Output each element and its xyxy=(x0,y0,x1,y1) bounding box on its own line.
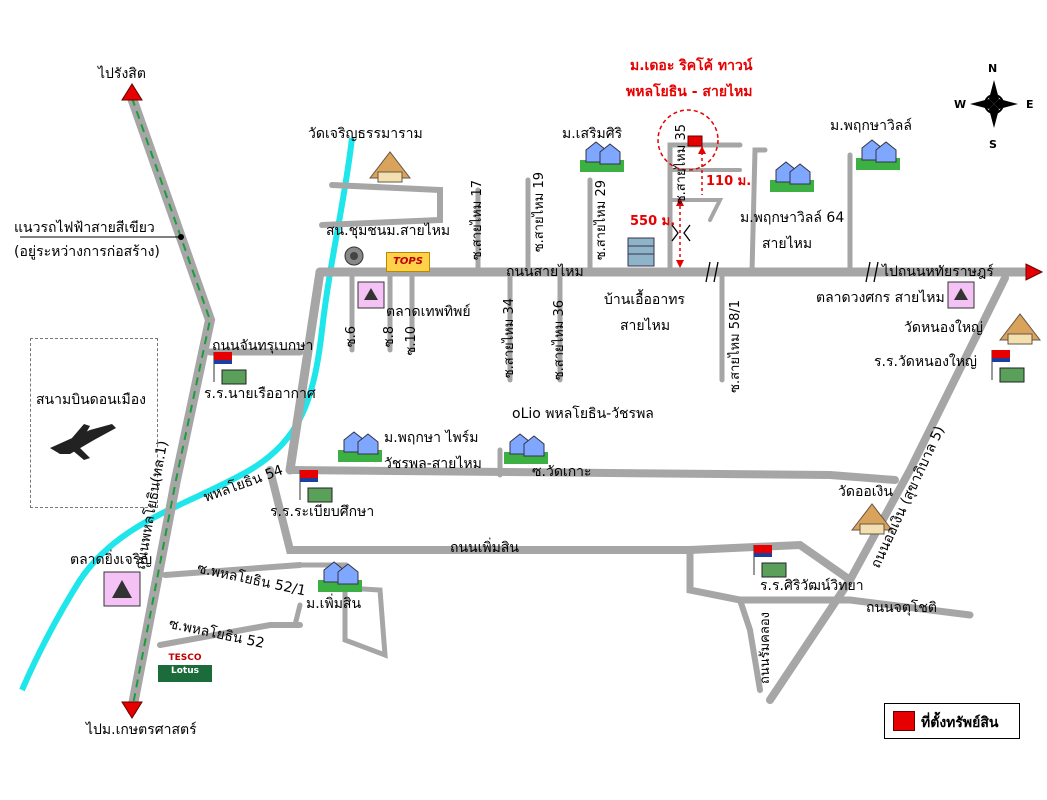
temple-icon xyxy=(998,313,1042,345)
label-pruksa-prime-2: วัชรพล-สายไหม xyxy=(384,456,482,472)
label-distance-550: 550 ม. xyxy=(630,214,676,229)
market-icon xyxy=(103,571,141,607)
label-soi-35: ซ.สายไหม 35 xyxy=(674,124,689,205)
legend: ที่ตั้งทรัพย์สิน xyxy=(884,703,1020,739)
school-icon xyxy=(213,352,247,385)
label-baan-ua-1: บ้านเอื้ออาทร xyxy=(604,292,685,308)
house-icons xyxy=(50,139,1042,607)
arrow-up-icon xyxy=(121,83,143,101)
arrow-right-icon xyxy=(1025,263,1044,281)
lotus-text: Lotus xyxy=(171,666,199,676)
compass-n: N xyxy=(988,62,998,75)
label-baan-ua-2: สายไหม xyxy=(620,318,671,334)
label-daungkamol: ตลาดวงศกร สายไหม xyxy=(816,290,945,306)
village-icon xyxy=(580,141,624,172)
direction-arrows xyxy=(121,83,1044,719)
label-thep-market: ตลาดเทพทิพย์ xyxy=(386,304,471,320)
tops-logo: TOPS xyxy=(386,252,430,272)
skytrain-pointer-dot xyxy=(178,234,184,240)
label-wat-kao: ซ.วัดเกาะ xyxy=(532,464,592,480)
label-wat-o-ngoen: วัดออเงิน xyxy=(838,484,893,500)
label-chan-thaburi: ถนนจันทรุเบกษา xyxy=(212,338,314,354)
label-school-air: ร.ร.นายเรืออากาศ xyxy=(204,386,316,402)
compass-s: S xyxy=(989,138,997,151)
label-health-center: สน.ชุมชนม.สายไหม xyxy=(326,223,451,239)
label-soi-19: ซ.สายไหม 19 xyxy=(532,172,547,253)
label-distance-110: 110 ม. xyxy=(706,174,752,189)
temple-icon xyxy=(850,503,894,535)
crossing-icon xyxy=(705,261,719,283)
village-icon xyxy=(770,161,814,192)
label-soem-sin-road: ถนนเพิ่มสิน xyxy=(450,540,519,556)
building-icon xyxy=(627,237,655,267)
label-soi-36: ซ.สายไหม 36 xyxy=(552,300,567,381)
label-sai-mai-road: ถนนสายไหม xyxy=(506,264,584,280)
airport-boundary xyxy=(30,338,158,508)
label-school-siri: ร.ร.ศิริวัฒน์วิทยา xyxy=(760,578,864,594)
legend-label: ที่ตั้งทรัพย์สิน xyxy=(921,715,999,731)
compass-icon xyxy=(970,80,1018,128)
market-icon xyxy=(947,281,975,309)
school-icon xyxy=(991,350,1025,383)
label-soi-8: ซ.8 xyxy=(382,326,397,348)
crossing-icon xyxy=(865,261,879,283)
label-pruksa-64-2: สายไหม xyxy=(762,236,813,252)
label-to-hathai: ไปถนนหทัยราษฎร์ xyxy=(882,264,994,280)
label-soi-34: ซ.สายไหม 34 xyxy=(502,298,517,379)
label-to-rangsit: ไปรังสิต xyxy=(98,66,146,82)
market-icon xyxy=(357,281,385,309)
label-school-nong-yai: ร.ร.วัดหนองใหญ่ xyxy=(874,354,977,370)
label-pruksa-64-1: ม.พฤกษาวิลล์ 64 xyxy=(740,210,845,226)
label-serm-siri: ม.เสริมศิริ xyxy=(562,126,623,142)
legend-swatch xyxy=(893,711,915,731)
label-jutachot: ถนนจตุโชติ xyxy=(866,600,938,616)
tesco-text: TESCO xyxy=(158,652,212,665)
label-wat-charoen: วัดเจริญธรรมาราม xyxy=(308,126,423,142)
label-school-rabiab: ร.ร.ระเบียบศึกษา xyxy=(270,504,375,520)
label-to-kaset: ไปม.เกษตรศาสตร์ xyxy=(86,722,197,738)
school-icon xyxy=(299,470,333,503)
label-soi-10: ซ.10 xyxy=(404,326,419,356)
label-skytrain-2: (อยู่ระหว่างการก่อสร้าง) xyxy=(14,244,160,260)
title-line2: พหลโยธิน - สายไหม xyxy=(626,84,753,100)
arrow-down-icon xyxy=(121,701,143,719)
compass-w: W xyxy=(954,98,967,111)
roads xyxy=(127,93,1030,715)
property-marker-icon xyxy=(687,135,703,147)
label-olio: oLio พหลโยธิน-วัชรพล xyxy=(512,406,654,422)
label-soi-17: ซ.สายไหม 17 xyxy=(470,180,485,261)
skytrain-line xyxy=(131,97,212,711)
village-icon xyxy=(504,433,548,464)
label-yingcharoen: ตลาดยิ่งเจริญ xyxy=(70,552,153,568)
village-icon xyxy=(856,139,900,170)
village-icon xyxy=(338,431,382,462)
label-soem-sin-village: ม.เพิ่มสิน xyxy=(306,596,362,612)
school-icon xyxy=(753,545,787,578)
label-soi-6: ซ.6 xyxy=(344,326,359,348)
label-skytrain-1: แนวรถไฟฟ้าสายสีเขียว xyxy=(14,220,155,236)
label-wat-nong-yai: วัดหนองใหญ่ xyxy=(904,320,983,336)
overpass-icon xyxy=(671,224,691,242)
village-icon xyxy=(318,561,362,592)
target-marker xyxy=(657,109,719,268)
label-airport: สนามบินดอนเมือง xyxy=(36,392,146,408)
police-icon xyxy=(344,246,364,266)
label-pruksa-prime-1: ม.พฤกษา ไพร์ม xyxy=(384,430,479,446)
temple-icon xyxy=(368,151,412,183)
label-soi-58-1: ซ.สายไหม 58/1 xyxy=(728,300,743,393)
canal xyxy=(19,137,355,692)
compass-e: E xyxy=(1026,98,1034,111)
tesco-lotus-logo: TESCO Lotus xyxy=(158,652,212,682)
title-line1: ม.เดอะ ริคโค้ ทาวน์ xyxy=(630,58,753,74)
airplane-icon xyxy=(50,424,116,460)
label-pruksa-ville: ม.พฤกษาวิลล์ xyxy=(830,118,912,134)
label-soi-29: ซ.สายไหม 29 xyxy=(594,180,609,261)
label-khumklao: ถนนรัมคลอง xyxy=(758,612,773,685)
